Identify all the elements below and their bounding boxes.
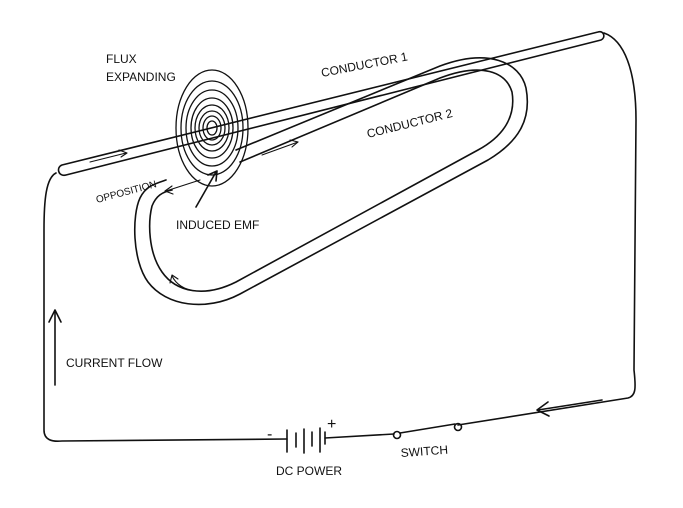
- flux-label-line2: EXPANDING: [106, 70, 176, 84]
- conductor-2-loop-inner: [148, 69, 514, 292]
- conductor-1: [57, 30, 605, 177]
- arrow-opposition: [164, 179, 201, 195]
- current-flow-label: CURRENT FLOW: [66, 356, 163, 370]
- battery-plus-label: +: [327, 416, 336, 433]
- battery-minus-label: -: [267, 426, 272, 443]
- flux-label-line1: FLUX: [106, 52, 137, 66]
- arrow-current-flow-up: [48, 309, 62, 386]
- dc-power-label: DC POWER: [276, 464, 342, 478]
- conductor-1-label: CONDUCTOR 1: [320, 49, 409, 80]
- conductor-2-label: CONDUCTOR 2: [365, 106, 454, 141]
- opposition-label: OPPOSITION: [95, 179, 158, 206]
- arrow-induced-emf: [195, 170, 218, 208]
- flux-field-rings: [175, 69, 249, 187]
- arrow-conductor1: [89, 149, 128, 163]
- dc-power-battery: [286, 427, 326, 454]
- arrow-conductor2: [261, 139, 299, 156]
- arrow-current-flow-left: [536, 399, 603, 417]
- conductor-2-loop-outer: [133, 57, 529, 306]
- switch: [392, 422, 463, 440]
- circuit-wire: [43, 32, 637, 443]
- switch-label: SWITCH: [400, 443, 448, 460]
- induced-emf-label: INDUCED EMF: [176, 218, 259, 232]
- arrow-loop-corner: [169, 274, 197, 292]
